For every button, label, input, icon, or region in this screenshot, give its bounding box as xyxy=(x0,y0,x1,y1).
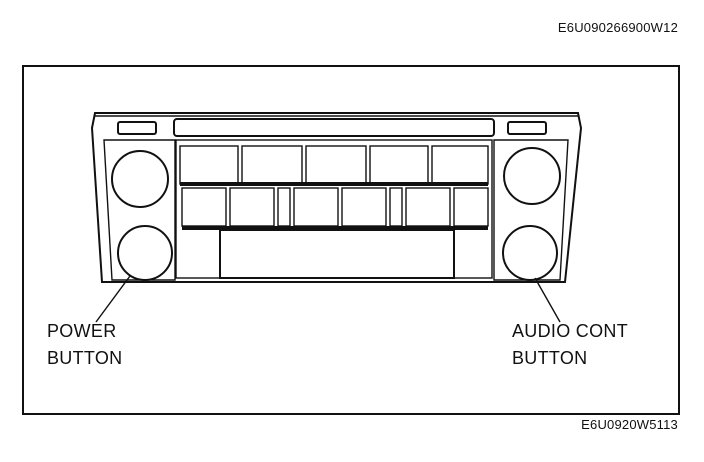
top-button-2 xyxy=(241,145,303,185)
figure-frame xyxy=(22,65,680,415)
center-button-block xyxy=(175,139,493,279)
audio-cont-button-callout: AUDIO CONT BUTTON xyxy=(512,318,628,372)
middle-button-1 xyxy=(181,187,227,227)
left-indicator-slot xyxy=(117,121,157,135)
display-top-bar xyxy=(182,226,488,230)
top-button-3 xyxy=(305,145,367,185)
figure-code-bottom: E6U0920W5113 xyxy=(581,417,678,432)
middle-button-3 xyxy=(277,187,291,227)
figure-code-top: E6U090266900W12 xyxy=(557,20,678,35)
top-button-1 xyxy=(179,145,239,185)
middle-button-6 xyxy=(389,187,403,227)
middle-button-5 xyxy=(341,187,387,227)
audio-cont-button-knob[interactable] xyxy=(502,225,558,281)
right-indicator-slot xyxy=(507,121,547,135)
middle-button-8 xyxy=(453,187,489,227)
disc-slot xyxy=(173,118,495,137)
middle-button-7 xyxy=(405,187,451,227)
audio-cont-leader-line xyxy=(534,277,561,323)
top-button-5 xyxy=(431,145,489,185)
power-button-knob[interactable] xyxy=(117,225,173,281)
left-top-knob xyxy=(111,150,169,208)
power-button-callout: POWER BUTTON xyxy=(47,318,122,372)
row-divider-bar xyxy=(180,182,488,186)
faceplate-outline xyxy=(90,112,583,283)
middle-button-4 xyxy=(293,187,339,227)
power-callout-line2: BUTTON xyxy=(47,348,123,368)
audio-callout-line2: BUTTON xyxy=(512,348,588,368)
right-top-knob xyxy=(503,147,561,205)
display-window xyxy=(219,229,455,279)
power-leader-line xyxy=(95,275,131,323)
power-callout-line1: POWER xyxy=(47,321,117,341)
left-side-panel xyxy=(103,139,176,281)
right-side-panel xyxy=(493,139,569,281)
middle-button-2 xyxy=(229,187,275,227)
middle-button-row xyxy=(181,187,489,227)
audio-callout-line1: AUDIO CONT xyxy=(512,321,629,341)
top-button-4 xyxy=(369,145,429,185)
top-button-row xyxy=(179,145,489,185)
